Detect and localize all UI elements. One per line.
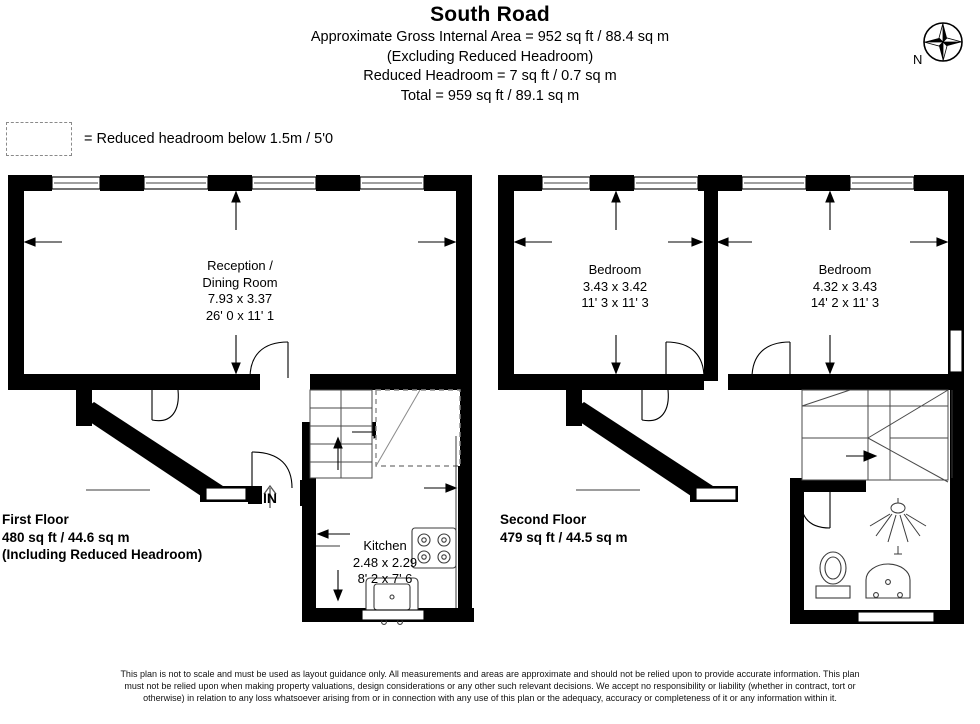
door-entrance [251, 451, 293, 489]
bedroom-front-imperial: 11' 3 x 11' 3 [581, 295, 649, 310]
entrance-arrow-icon [263, 484, 277, 508]
door-diagonal [151, 387, 179, 422]
legend: = Reduced headroom below 1.5m / 5'0 [6, 122, 333, 156]
bedroom-rear-imperial: 14' 2 x 11' 3 [810, 295, 880, 310]
first-floor-note: (Including Reduced Headroom) [2, 547, 203, 562]
first-floor-drawing [8, 175, 474, 625]
second-floor-drawing [498, 175, 964, 624]
staircase-second [801, 389, 949, 483]
dimension-arrows-bedroom-front [513, 190, 704, 375]
kitchen-imperial: 8' 2 x 7' 6 [357, 571, 413, 586]
kitchen-metric: 2.48 x 2.29 [352, 554, 418, 570]
reception-metric: 7.93 x 3.37 [207, 291, 273, 306]
disclaimer-text: This plan is not to scale and must be us… [120, 669, 860, 704]
reception-name-line1: Reception / [207, 258, 273, 273]
bedroom-rear-metric: 4.32 x 3.43 [812, 278, 878, 294]
area-summary-line-2: (Excluding Reduced Headroom) [386, 48, 594, 65]
page-title: South Road [430, 3, 550, 26]
door-hall-upper [249, 341, 289, 379]
reception-imperial: 26' 0 x 11' 1 [205, 307, 275, 323]
stair-direction-arrow-second [846, 450, 878, 462]
kitchen-name: Kitchen [363, 538, 407, 553]
toilet-icon [815, 551, 851, 599]
dimension-arrows-kitchen [316, 436, 458, 602]
window-side-second [949, 329, 963, 373]
worktop-line [316, 436, 457, 608]
diagonal-wall-first [76, 382, 248, 502]
dimension-arrows-bedroom-rear [716, 190, 949, 375]
second-floor-area: 479 sq ft / 44.5 sq m [500, 529, 628, 545]
door-bedroom-rear [751, 341, 791, 379]
reception-name-line2: Dining Room [202, 274, 278, 290]
door-bedroom-front [665, 341, 705, 379]
bedroom-rear-name: Bedroom [818, 262, 872, 277]
area-summary-line-4: Total = 959 sq ft / 89.1 sq m [400, 87, 580, 104]
room-label-bedroom-front: Bedroom 3.43 x 3.42 11' 3 x 11' 3 [530, 262, 700, 312]
legend-label: = Reduced headroom below 1.5m / 5'0 [84, 131, 334, 147]
header: South Road Approximate Gross Internal Ar… [0, 0, 980, 106]
bedroom-front-metric: 3.43 x 3.42 [582, 278, 648, 294]
staircase-first [309, 389, 373, 479]
first-floor-name: First Floor [2, 512, 69, 527]
reduced-headroom-swatch [6, 122, 72, 156]
room-label-kitchen: Kitchen 2.48 x 2.29 8' 2 x 7' 6 [320, 538, 450, 588]
room-label-reception: Reception / Dining Room 7.93 x 3.37 26' … [140, 258, 340, 324]
diagonal-wall-second [566, 382, 738, 502]
dimension-arrows-reception [23, 190, 457, 375]
reduced-headroom-area-first [375, 389, 461, 467]
entrance-label: IN [263, 490, 277, 506]
compass-north-label: N [913, 52, 922, 67]
first-floor-caption: First Floor 480 sq ft / 44.6 sq m (Inclu… [2, 511, 202, 564]
bedroom-front-name: Bedroom [588, 262, 642, 277]
window-group-front [51, 176, 425, 190]
shower-icon [869, 498, 927, 555]
second-floor-name: Second Floor [500, 512, 587, 527]
door-bathroom [799, 492, 831, 529]
window-side [205, 487, 247, 501]
area-summary-line-3: Reduced Headroom = 7 sq ft / 0.7 sq m [363, 68, 617, 84]
second-floor-caption: Second Floor 479 sq ft / 44.5 sq m [500, 511, 628, 546]
first-floor-area: 480 sq ft / 44.6 sq m [2, 529, 130, 545]
hob-icon [411, 527, 457, 569]
area-summary-line-1: Approximate Gross Internal Area = 952 sq… [310, 29, 670, 45]
window-kitchen-rear [361, 609, 425, 621]
door-diagonal-second [641, 387, 669, 422]
basin-icon [865, 563, 911, 599]
floorplan-drawings [0, 170, 980, 650]
window-bathroom-rear [857, 611, 935, 623]
room-label-bedroom-rear: Bedroom 4.32 x 3.43 14' 2 x 11' 3 [760, 262, 930, 312]
compass-rose-icon: N [905, 20, 969, 83]
